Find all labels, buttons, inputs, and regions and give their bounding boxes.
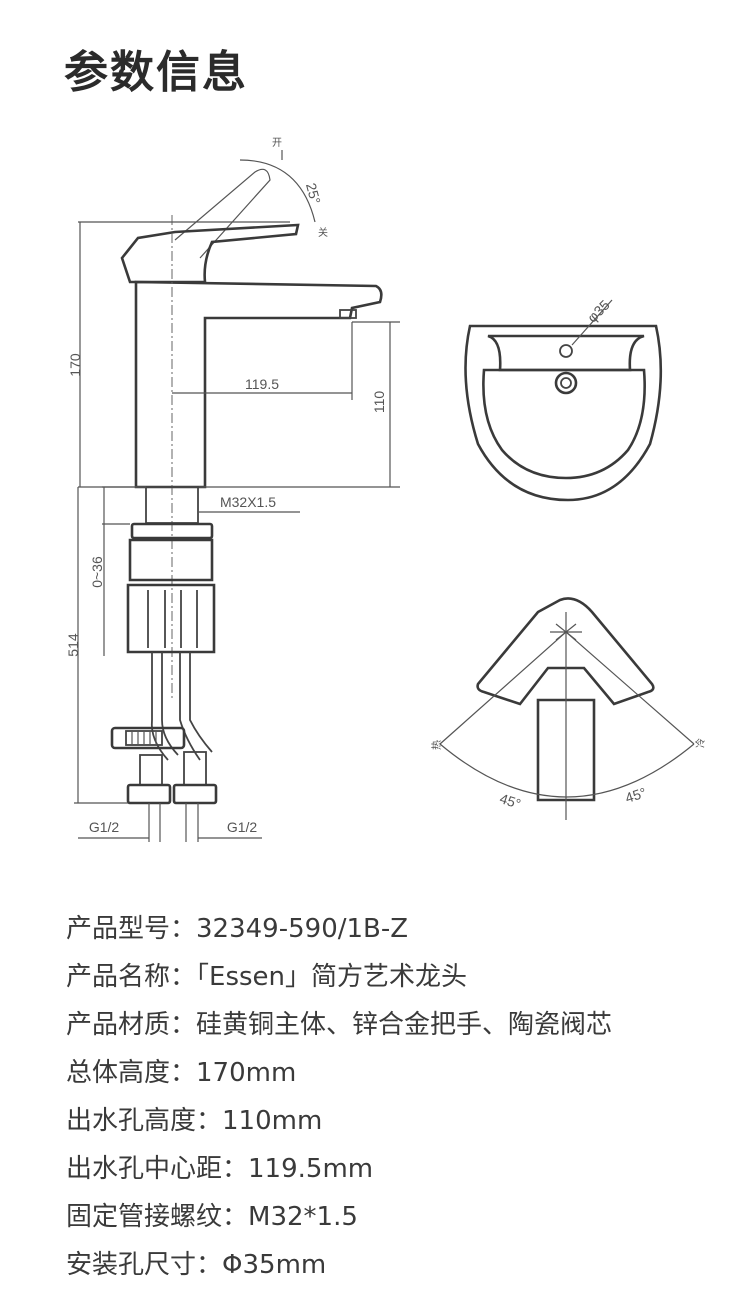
spec-row-height: 总体高度：170mm (66, 1052, 706, 1100)
spec-label: 产品材质： (66, 1010, 197, 1040)
spec-label: 总体高度： (66, 1058, 197, 1088)
spec-value: 硅黄铜主体、锌合金把手、陶瓷阀芯 (196, 1010, 613, 1040)
spec-row-spout-height: 出水孔高度：110mm (66, 1100, 706, 1148)
spec-value: Φ35mm (222, 1250, 327, 1280)
spec-value: 32349-590/1B-Z (196, 914, 409, 944)
spec-value: 「Essen」简方艺术龙头 (196, 962, 468, 992)
spec-value: M32*1.5 (248, 1202, 358, 1232)
hot-label: 热 (430, 740, 443, 750)
spec-label: 固定管接螺纹： (66, 1202, 249, 1232)
spec-label: 出水孔高度： (66, 1106, 223, 1136)
angle-left-label: 45° (498, 790, 523, 812)
spec-label: 安装孔尺寸： (66, 1250, 223, 1280)
open-label: 开 (272, 138, 282, 149)
technical-drawing: 开 25° 关 170 110 119.5 M32X1.5 (65, 138, 707, 842)
angle-right-label: 45° (623, 784, 648, 806)
spec-row-material: 产品材质：硅黄铜主体、锌合金把手、陶瓷阀芯 (66, 1004, 706, 1052)
fitting-right-label: G1/2 (227, 819, 258, 835)
basin-view: φ35 (464, 297, 663, 502)
reach-119-label: 119.5 (245, 376, 279, 392)
spec-list: 产品型号：32349-590/1B-Z 产品名称：「Essen」简方艺术龙头 产… (66, 908, 706, 1292)
top-view: 热 冷 45° 45° (430, 597, 707, 820)
spec-label: 产品名称： (66, 962, 197, 992)
spec-label: 出水孔中心距： (66, 1154, 249, 1184)
spec-value: 170mm (196, 1058, 297, 1088)
height-170-label: 170 (67, 353, 83, 377)
close-label: 关 (318, 226, 328, 239)
spec-row-model: 产品型号：32349-590/1B-Z (66, 908, 706, 956)
fitting-left-label: G1/2 (89, 819, 120, 835)
spec-row-hole-size: 安装孔尺寸：Φ35mm (66, 1244, 706, 1292)
hole-diameter-label: φ35 (584, 297, 613, 326)
spec-row-thread: 固定管接螺纹：M32*1.5 (66, 1196, 706, 1244)
spec-value: 110mm (222, 1106, 323, 1136)
page-title: 参数信息 (64, 47, 248, 98)
spec-row-name: 产品名称：「Essen」简方艺术龙头 (66, 956, 706, 1004)
cold-label: 冷 (694, 738, 707, 748)
range-0-36-label: 0~36 (89, 556, 105, 588)
length-514-label: 514 (65, 633, 81, 657)
side-view: 开 25° 关 170 110 119.5 M32X1.5 (65, 138, 400, 842)
height-110-label: 110 (371, 391, 387, 414)
thread-label: M32X1.5 (220, 494, 276, 510)
spec-row-spout-reach: 出水孔中心距：119.5mm (66, 1148, 706, 1196)
spec-label: 产品型号： (66, 914, 197, 944)
spec-value: 119.5mm (248, 1154, 374, 1184)
angle-25-label: 25° (303, 181, 324, 206)
